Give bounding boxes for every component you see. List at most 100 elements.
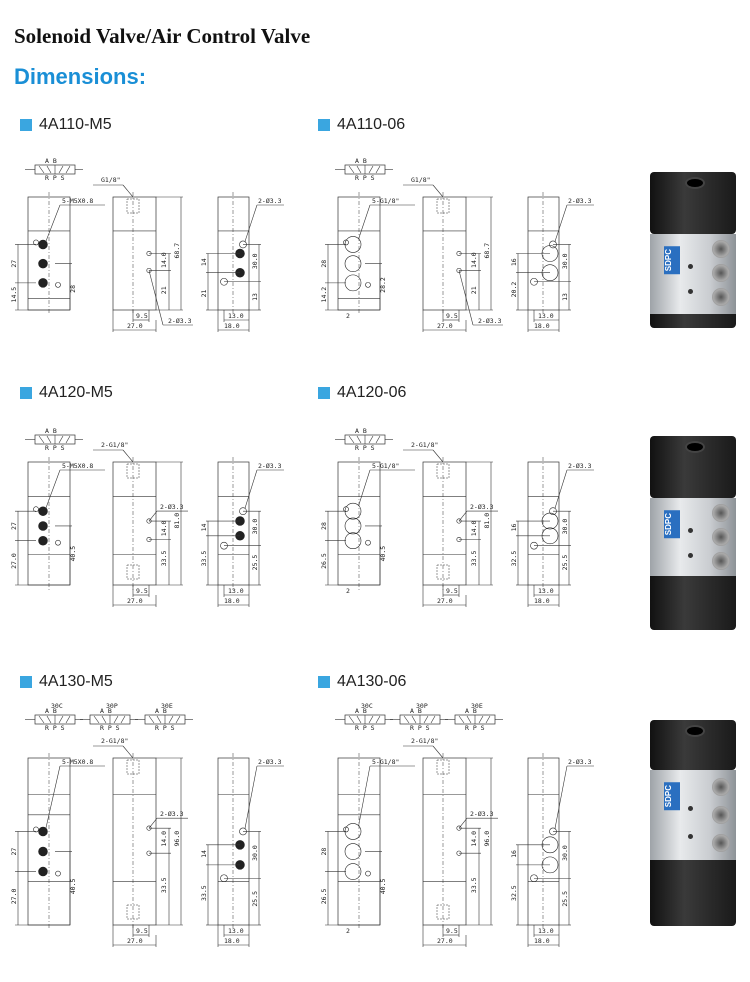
dimension-label: 14.0 xyxy=(160,252,168,268)
port-circle xyxy=(343,239,349,246)
dimension-label: A B xyxy=(155,707,167,715)
dimension-label: 25.5 xyxy=(251,891,259,907)
drawing-line xyxy=(368,715,374,724)
port-circle xyxy=(38,278,48,288)
dimension-label: R P S xyxy=(45,724,65,732)
dimension-label: 33.5 xyxy=(470,877,478,893)
drawing-line xyxy=(38,165,45,174)
port-circle xyxy=(55,282,61,288)
port-circle xyxy=(365,282,371,288)
drawing-line xyxy=(358,765,371,826)
body-outline xyxy=(217,757,250,926)
dimension-label: A B xyxy=(355,707,367,715)
dimension-label: 14.0 xyxy=(160,831,168,847)
dimension-label: 30.0 xyxy=(561,845,569,861)
dimension-label: 30.0 xyxy=(251,253,259,269)
drawing-line xyxy=(46,435,52,444)
body-outline xyxy=(112,757,157,926)
valve-photo: SDPC xyxy=(650,720,736,926)
dimension-label: 33.5 xyxy=(160,551,168,567)
dimension-label: 33.5 xyxy=(200,551,208,567)
dimension-label: 27.0 xyxy=(437,937,453,945)
dimension-label: 5-G1/8" xyxy=(372,758,399,766)
drawing-line xyxy=(45,765,61,829)
dimension-label: 13.0 xyxy=(538,927,554,935)
drawing-line xyxy=(458,715,465,724)
dimension-label: 30.0 xyxy=(251,845,259,861)
dimension-label: 18.0 xyxy=(224,937,240,945)
dimension-label: 27 xyxy=(10,260,18,268)
port-circle xyxy=(365,539,371,546)
drawing-line xyxy=(432,184,444,198)
dimension-label: 2-Ø3.3 xyxy=(258,758,282,766)
dimension-label: A B xyxy=(465,707,477,715)
dimension-label: 2 xyxy=(346,312,350,320)
dimension-label: 21 xyxy=(200,289,208,297)
port-circle xyxy=(33,506,39,512)
port-circle xyxy=(38,521,48,531)
drawing-line xyxy=(46,715,52,724)
drawing-line xyxy=(358,469,371,506)
dimension-label: 33.5 xyxy=(200,885,208,901)
dimension-label: 14.5 xyxy=(10,287,18,303)
model-name: 4A130-06 xyxy=(337,673,407,690)
dimension-label: 13.0 xyxy=(228,587,244,595)
dimension-label: 27.0 xyxy=(10,553,18,569)
dimension-label: 30P xyxy=(416,702,428,710)
body-outline xyxy=(527,757,560,926)
model-name: 4A120-06 xyxy=(337,384,407,401)
dimension-label: R P S xyxy=(355,174,375,182)
dimension-label: 20.2 xyxy=(510,282,518,298)
dimension-label: 14.2 xyxy=(320,287,328,303)
dimension-label: 40.5 xyxy=(69,879,77,895)
section-heading: Dimensions: xyxy=(14,64,147,89)
dimension-label: 2-Ø3.3 xyxy=(470,503,494,511)
drawing-line xyxy=(423,715,429,724)
drawing-line xyxy=(244,204,258,242)
model-name: 4A110-06 xyxy=(337,116,406,133)
dimension-label: R P S xyxy=(355,724,375,732)
port-circle xyxy=(38,846,48,857)
dimension-label: 40.5 xyxy=(379,546,387,562)
dimension-label: 27 xyxy=(10,522,18,530)
dimension-label: 13 xyxy=(251,293,259,301)
threaded-port xyxy=(126,463,140,479)
drawing-line xyxy=(148,270,164,326)
square-marker-icon xyxy=(20,119,32,131)
drawing-line xyxy=(93,715,100,724)
drawing-line xyxy=(45,204,61,242)
threaded-port xyxy=(126,759,140,775)
drawing-line xyxy=(375,715,381,724)
dimension-label: 9.5 xyxy=(446,587,458,595)
dimension-label: R P S xyxy=(100,724,120,732)
drawing-line xyxy=(244,765,258,829)
dimension-label: 25.5 xyxy=(251,555,259,571)
dimension-label: 27.0 xyxy=(127,937,143,945)
drawing-line xyxy=(368,165,374,174)
model-heading: 4A120-M5 xyxy=(20,384,113,402)
dimension-label: 14.0 xyxy=(470,521,478,537)
dimension-label: A B xyxy=(45,427,57,435)
dimension-label: 28 xyxy=(320,522,328,530)
dimension-label: 9.5 xyxy=(446,312,458,320)
square-marker-icon xyxy=(20,387,32,399)
port-circle xyxy=(344,843,362,860)
dimension-label: 30.0 xyxy=(561,519,569,535)
dimension-label: 5-M5X0.8 xyxy=(62,758,93,766)
dimension-label: 27.0 xyxy=(127,597,143,605)
dimension-label: 33.5 xyxy=(160,877,168,893)
dimension-label: 68.7 xyxy=(483,243,491,259)
dimension-label: R P S xyxy=(155,724,175,732)
dimension-label: 2-Ø3.3 xyxy=(258,197,282,205)
model-name: 4A130-M5 xyxy=(39,673,113,690)
threaded-port xyxy=(436,759,450,775)
drawing-line xyxy=(356,165,362,174)
port-circle xyxy=(33,239,39,246)
dimension-label: 2-G1/8" xyxy=(411,441,438,449)
dimension-label: 13.0 xyxy=(228,312,244,320)
dimension-label: 30E xyxy=(471,702,483,710)
square-marker-icon xyxy=(318,387,330,399)
